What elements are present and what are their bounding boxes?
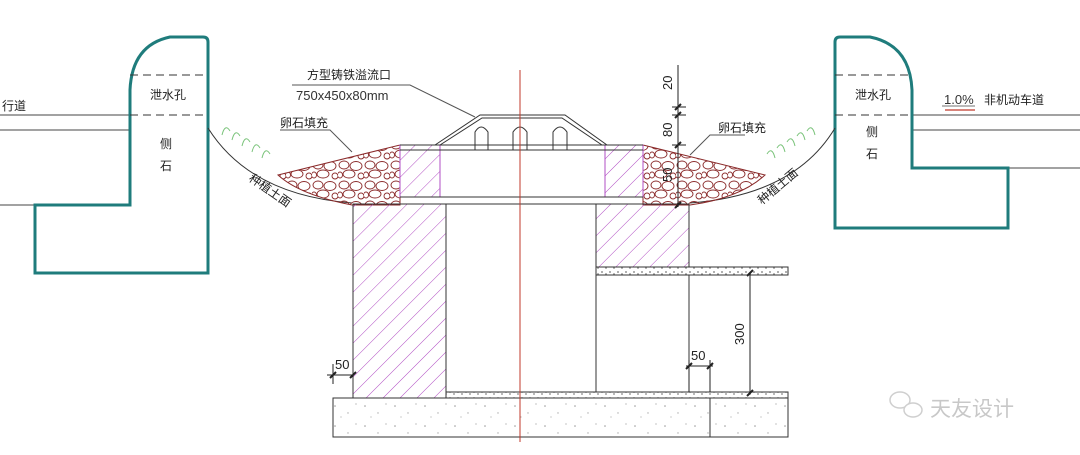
gravel-fill-label-left: 卵石填充: [280, 115, 328, 130]
inlet-frame: [399, 144, 644, 198]
gravel-fill-left: [276, 144, 401, 206]
planting-soil-surface-left: [207, 127, 353, 204]
grass-right: [766, 127, 816, 159]
sidewalk-label: 行道: [2, 99, 26, 113]
left-curb-label-2: 石: [160, 159, 172, 173]
bike-lane-label: 非机动车道: [984, 92, 1044, 107]
left-masonry-wall: [352, 203, 447, 399]
dim-20: 20: [660, 76, 675, 90]
base-mortar: [445, 391, 789, 399]
watermark-text: 天友设计: [930, 397, 1014, 421]
dimension-lines: [327, 65, 754, 397]
left-weep-hole-lines: [130, 74, 208, 116]
slope-label: 1.0%: [944, 92, 974, 107]
left-weep-hole-label: 泄水孔: [150, 88, 186, 102]
left-curb-label-1: 侧: [160, 137, 172, 151]
dim-80: 80: [660, 123, 675, 137]
leader-lines: [280, 84, 745, 156]
left-curb-stone: [33, 35, 210, 275]
bike-lane-lines: [912, 114, 1080, 169]
right-masonry-wall: [595, 203, 690, 268]
planting-soil-label-right: 种植土面: [754, 165, 800, 207]
sidewalk-lines: [0, 114, 130, 206]
dim-300: 300: [732, 323, 747, 345]
inlet-name-label: 方型铸铁溢流口: [307, 67, 391, 82]
dim-50-right: 50: [691, 348, 705, 363]
right-curb-stone: [833, 35, 1010, 230]
gravel-fill-right: [642, 144, 767, 206]
right-curb-label-2: 石: [866, 147, 878, 161]
inlet-size-label: 750x450x80mm: [296, 88, 389, 103]
grass-left: [221, 127, 271, 159]
dim-50-left: 50: [335, 357, 349, 372]
outlet-pipe-cover: [595, 266, 789, 276]
dim-50-top: 50: [660, 168, 675, 182]
wechat-icon: [889, 391, 923, 418]
cast-iron-grate: [434, 114, 608, 150]
right-weep-hole-label: 泄水孔: [855, 88, 891, 102]
gravel-fill-label-right: 卵石填充: [718, 120, 766, 135]
right-curb-label-1: 侧: [866, 125, 878, 139]
concrete-base-slab: [332, 397, 789, 438]
